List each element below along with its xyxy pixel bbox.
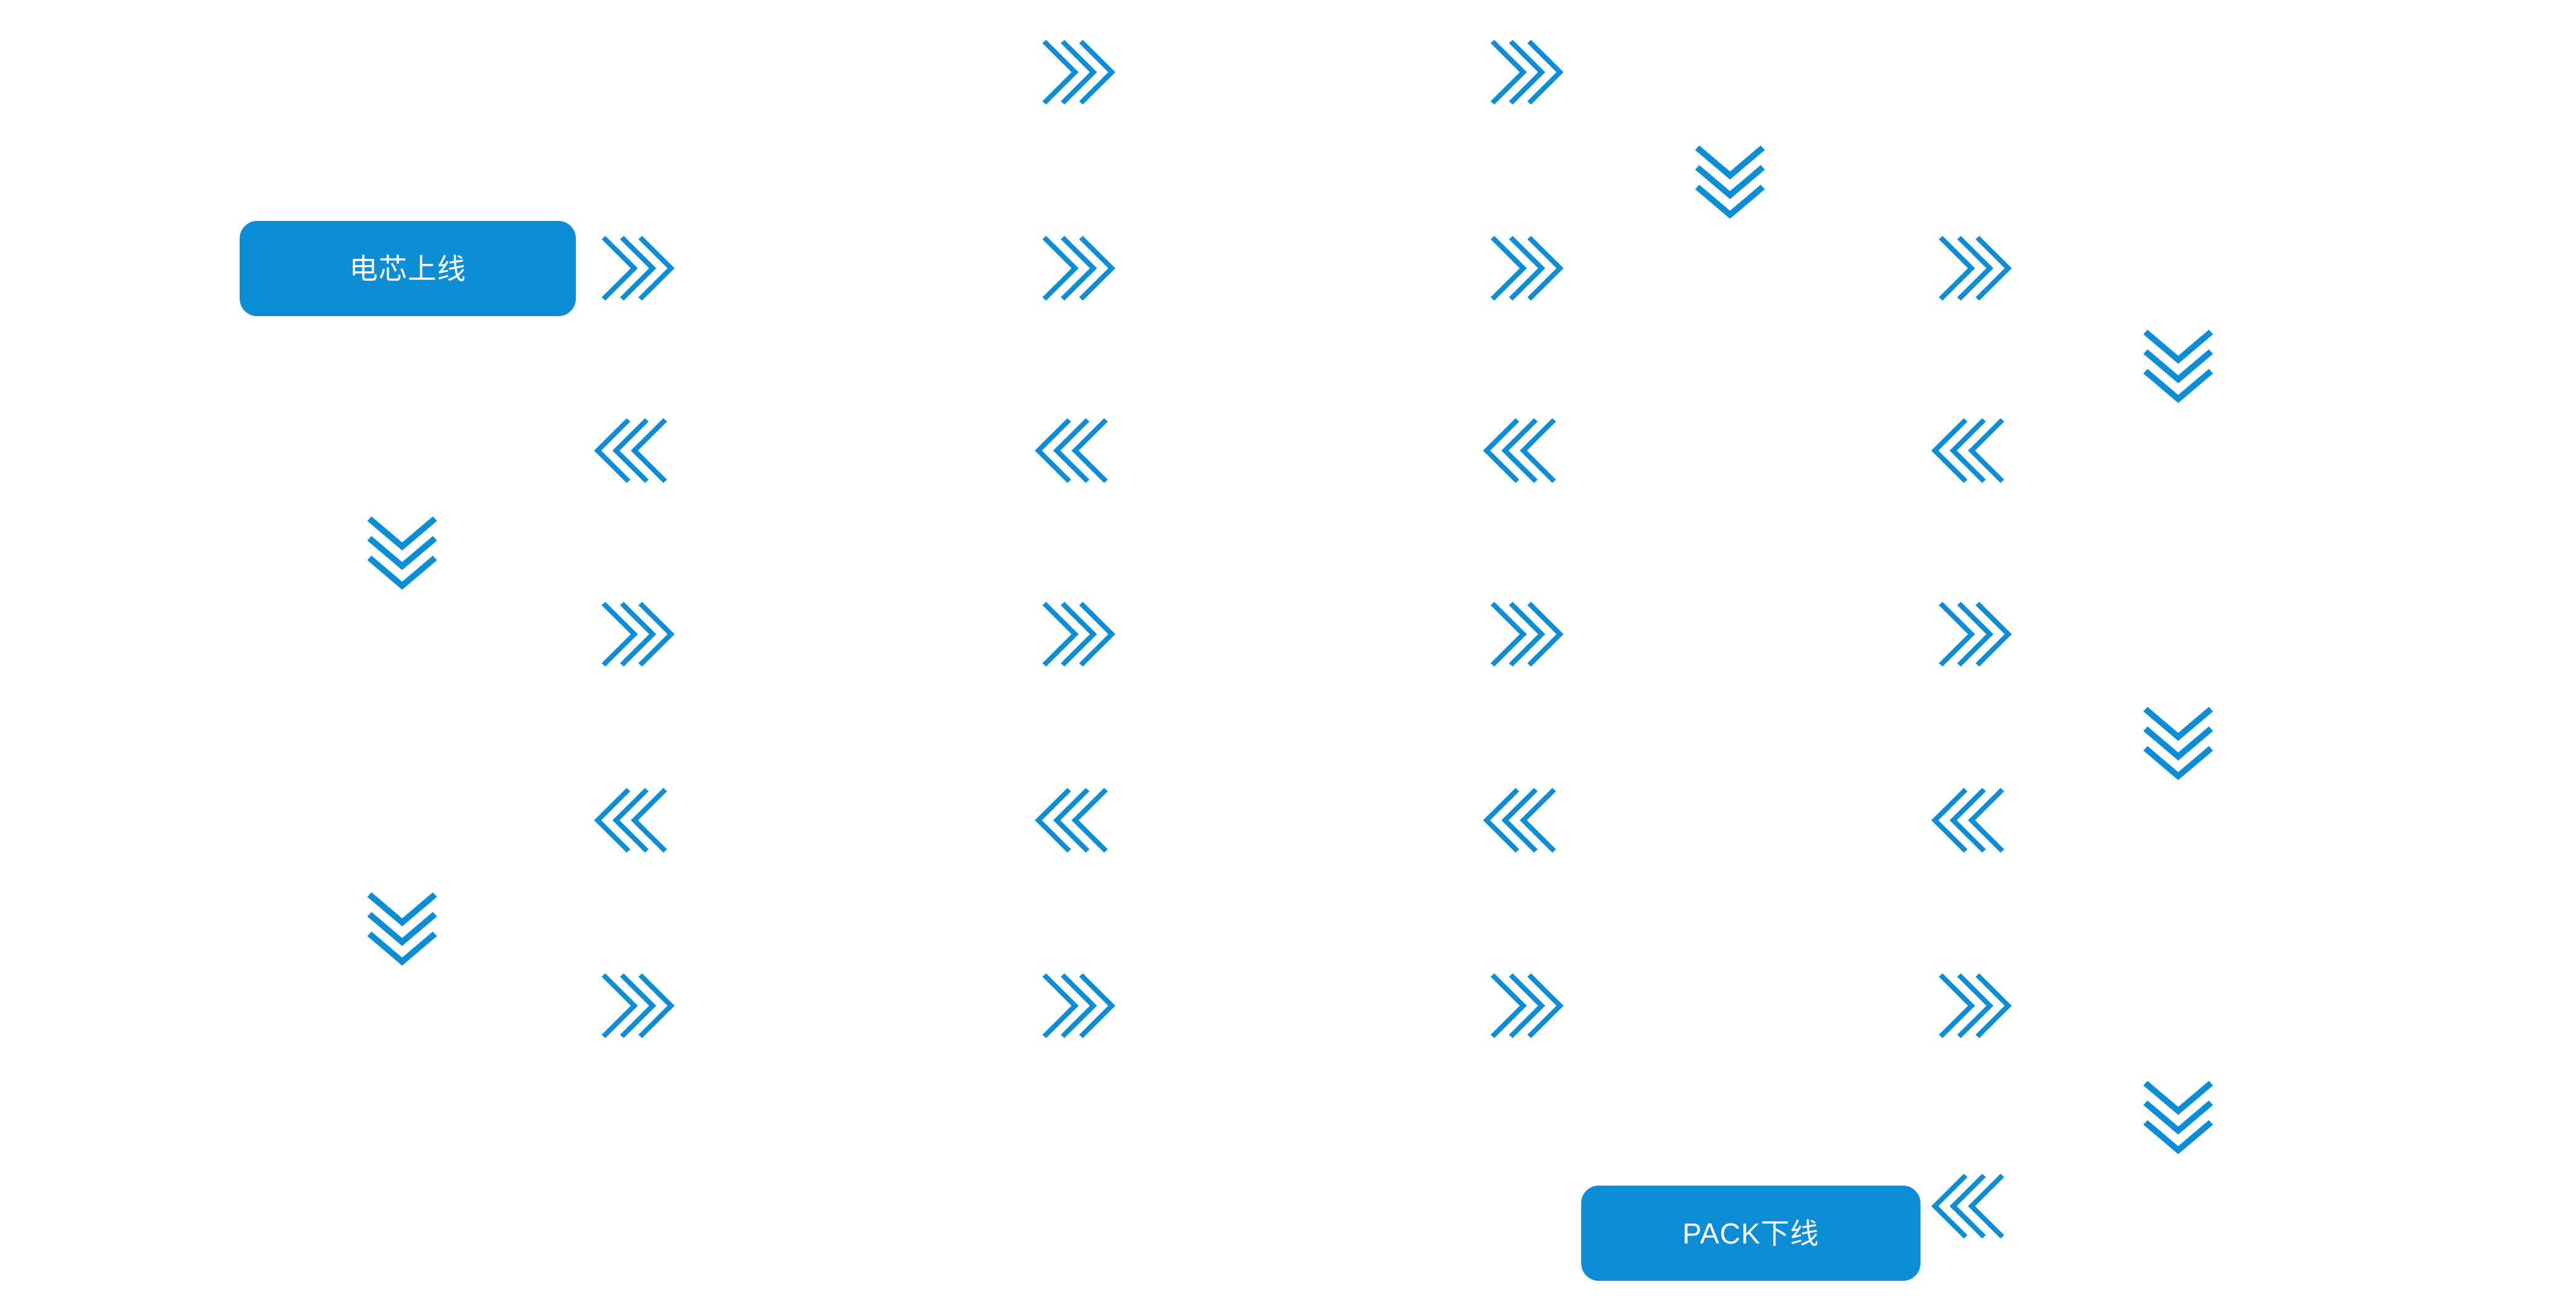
arrow-left-icon [594,785,671,855]
arrow-left-icon [1931,1171,2008,1241]
arrow-left-icon [1035,416,1112,485]
arrow-right-icon [1487,37,1564,107]
process-node-cell-online[interactable]: 电芯上线 [240,221,576,316]
process-node-pack-offline[interactable]: PACK下线 [1581,1186,1920,1281]
arrow-right-icon [1935,233,2012,303]
arrow-left-icon [1483,785,1560,855]
arrow-right-icon [598,599,675,669]
arrow-right-icon [1935,599,2012,669]
arrow-right-icon [1038,971,1116,1041]
arrow-down-icon [2143,1080,2213,1154]
arrow-right-icon [1935,971,2012,1041]
arrow-down-icon [367,515,437,590]
arrow-right-icon [598,971,675,1041]
arrow-down-icon [1695,144,1765,219]
arrow-left-icon [1931,785,2008,855]
arrow-right-icon [1038,37,1116,107]
process-node-label: PACK下线 [1682,1217,1820,1250]
arrow-down-icon [2143,329,2213,403]
arrow-right-icon [598,233,675,303]
arrow-right-icon [1487,971,1564,1041]
arrow-left-icon [594,416,671,485]
arrow-right-icon [1038,233,1116,303]
arrow-left-icon [1035,785,1112,855]
process-node-label: 电芯上线 [349,252,466,285]
arrow-down-icon [367,891,437,966]
arrow-right-icon [1487,599,1564,669]
arrow-right-icon [1038,599,1116,669]
arrow-left-icon [1931,416,2008,485]
arrow-down-icon [2143,706,2213,780]
arrow-left-icon [1483,416,1560,485]
arrow-right-icon [1487,233,1564,303]
